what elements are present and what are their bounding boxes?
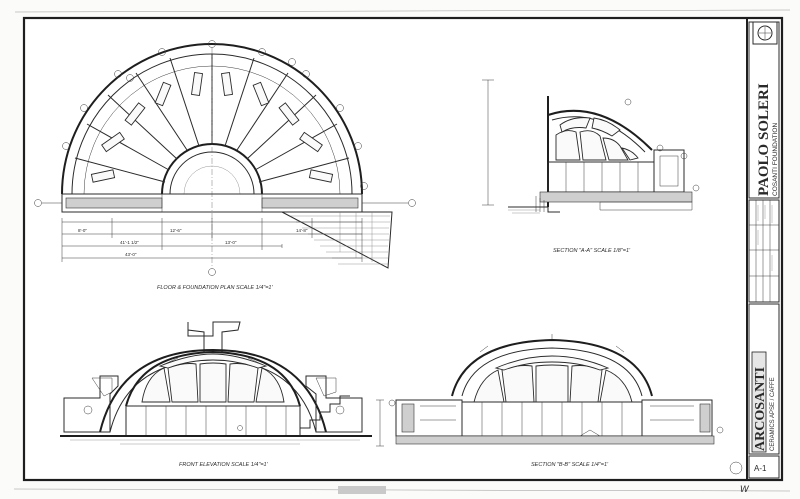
tape-mark [338, 486, 386, 494]
sheet-number: A-1 [754, 464, 767, 473]
floor-plan-drawing: 8'-0" 12'-6" 13'-0" 14'-8" 41'-1 1/2" 43… [34, 40, 416, 291]
section-aa-drawing: SECTION "A-A" SCALE 1/8"=1' [482, 79, 700, 254]
plan-label: FLOOR & FOUNDATION PLAN SCALE 1/4"=1' [157, 285, 273, 291]
front-elevation-label: FRONT ELEVATION SCALE 1/4"=1' [179, 462, 269, 468]
revision-grid [748, 199, 780, 303]
title-block: PAOLO SOLERI COSANTI FOUNDATION ARCOSANT… [746, 18, 780, 480]
dim-span-1: 8'-0" [78, 228, 87, 233]
section-bb-label: SECTION "B-B" SCALE 1/4"=1' [531, 462, 609, 468]
project-subtitle: CERAMICS APSE / CAFFE [770, 377, 776, 451]
dim-span-4: 14'-8" [296, 228, 308, 233]
firm-name: PAOLO SOLERI [756, 83, 772, 196]
stair-hatch [281, 211, 393, 269]
sheet-stamp [729, 461, 743, 475]
firm-subtitle: COSANTI FOUNDATION [772, 123, 779, 196]
dim-span-2: 12'-6" [170, 228, 182, 233]
project-name: ARCOSANTI [753, 367, 768, 451]
section-bb-drawing: SECTION "B-B" SCALE 1/4"=1' [376, 334, 724, 468]
page-mark: W [740, 484, 750, 494]
dim-overall-2: 43'-0" [125, 252, 137, 257]
dim-span-3: 13'-0" [225, 240, 237, 245]
front-elevation-drawing: FRONT ELEVATION SCALE 1/4"=1' [60, 321, 372, 468]
dim-overall-1: 41'-1 1/2" [120, 240, 139, 245]
section-aa-label: SECTION "A-A" SCALE 1/8"=1' [553, 248, 631, 254]
